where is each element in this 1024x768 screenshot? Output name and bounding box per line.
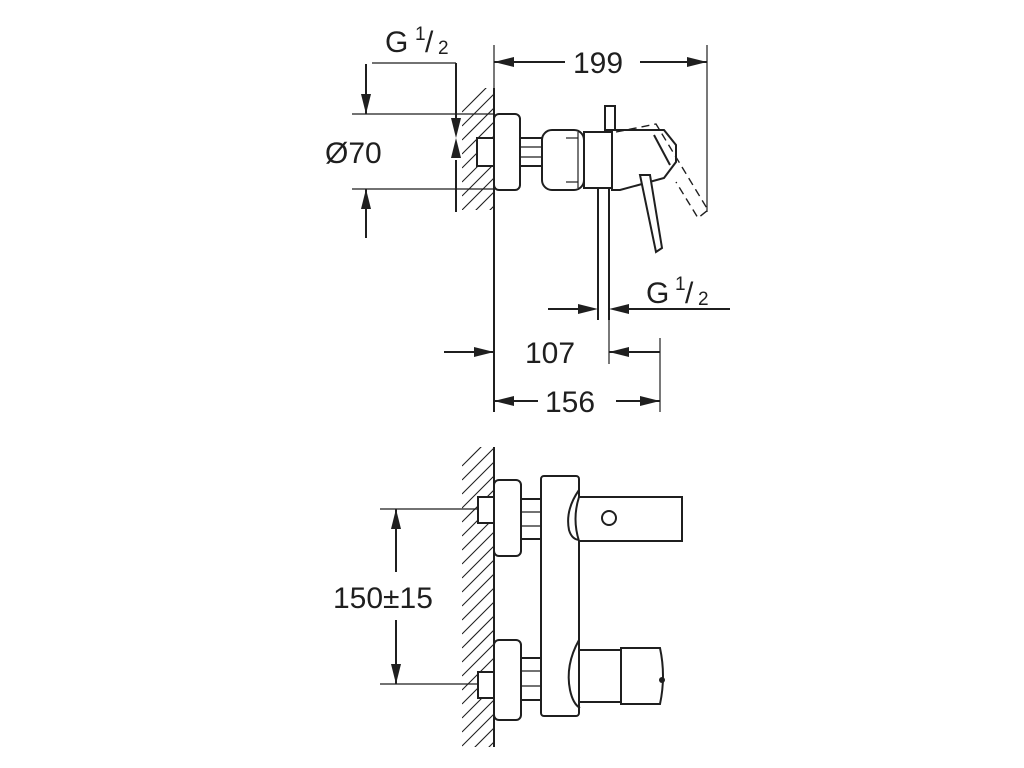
outlet-pipe bbox=[597, 188, 610, 320]
width-overall-dimension bbox=[493, 45, 708, 212]
thread-left-num: 1 bbox=[415, 24, 426, 45]
thread-callout-left bbox=[372, 62, 461, 212]
thread-left-g: G bbox=[385, 26, 408, 59]
thread-left-den: 2 bbox=[438, 38, 449, 59]
inlet-spacing-label: 150±15 bbox=[333, 582, 433, 615]
diameter-dimension bbox=[352, 64, 494, 238]
thread-right-den: 2 bbox=[698, 289, 709, 310]
thread-left-slash: / bbox=[425, 26, 434, 59]
wall-front bbox=[462, 447, 495, 747]
thread-right-num: 1 bbox=[675, 274, 686, 295]
thread-callout-right bbox=[548, 304, 730, 314]
offset-dimension bbox=[444, 320, 661, 412]
lever-front bbox=[574, 496, 683, 542]
mixer-body-front bbox=[540, 475, 581, 717]
top-view: G 1 / 2 Ø70 199 bbox=[325, 24, 730, 419]
depth-label: 156 bbox=[545, 386, 595, 419]
inlet-stub bbox=[476, 137, 495, 167]
escutcheon-flange bbox=[493, 113, 521, 191]
lever bbox=[604, 105, 677, 254]
thread-right-slash: / bbox=[685, 277, 694, 310]
offset-label: 107 bbox=[525, 337, 575, 370]
front-view: 150±15 bbox=[333, 447, 683, 747]
diverter-knob bbox=[578, 647, 665, 705]
mixer-body bbox=[541, 129, 623, 191]
diameter-label: Ø70 bbox=[325, 137, 382, 170]
lever-swing-position bbox=[615, 123, 709, 220]
connector-nut bbox=[519, 137, 543, 167]
inlet-lower bbox=[477, 639, 542, 721]
wall-top bbox=[462, 88, 495, 412]
width-overall-label: 199 bbox=[573, 47, 623, 80]
thread-right-g: G bbox=[646, 277, 669, 310]
inlet-upper bbox=[477, 479, 542, 557]
inlet-spacing-dimension bbox=[380, 508, 478, 685]
depth-dimension bbox=[494, 396, 660, 406]
